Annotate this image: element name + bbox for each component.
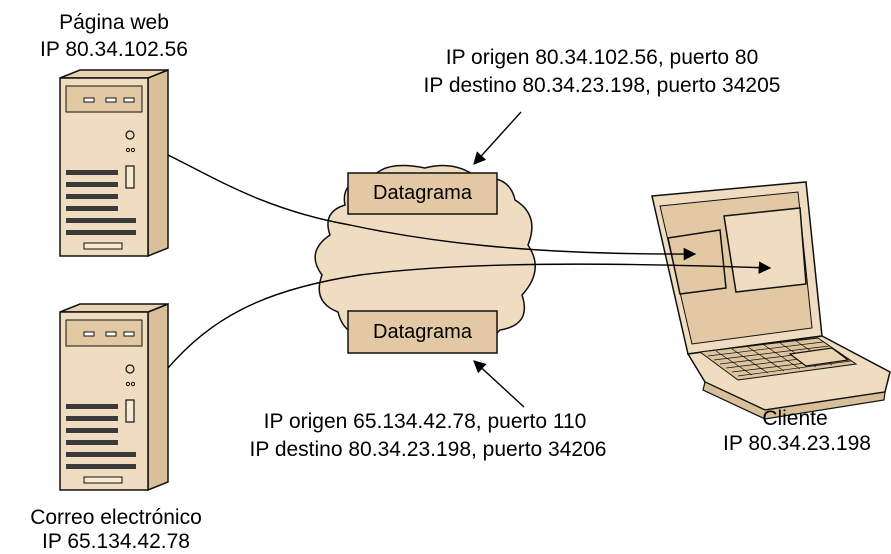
datagram-top-info-line1: IP origen 80.34.102.56, puerto 80	[445, 46, 759, 69]
datagram-top-box	[347, 172, 498, 215]
mail-server-ip: IP 65.134.42.78	[42, 530, 190, 553]
web-to-client-link	[167, 154, 697, 261]
bottom-pointer-arrow	[473, 360, 525, 408]
web-server-icon	[59, 68, 169, 258]
top-pointer-arrow	[473, 111, 522, 165]
laptop-icon	[651, 181, 891, 420]
datagram-bottom-box	[347, 310, 498, 354]
web-server-name: Página web	[59, 11, 169, 34]
datagram-bottom-label: Datagrama	[373, 321, 472, 343]
datagram-bottom-info-line1: IP origen 65.134.42.78, puerto 110	[263, 410, 587, 433]
client-ip: IP 80.34.23.198	[723, 432, 871, 455]
web-server-ip: IP 80.34.102.56	[40, 38, 188, 61]
mail-to-client-link	[167, 261, 772, 369]
datagram-bottom-info-line2: IP destino 80.34.23.198, puerto 34206	[249, 438, 607, 461]
datagram-top-label: Datagrama	[373, 182, 472, 204]
client-name: Cliente	[762, 407, 828, 430]
datagram-top-info-line2: IP destino 80.34.23.198, puerto 34205	[423, 74, 781, 97]
mail-server-name: Correo electrónico	[30, 506, 202, 529]
mail-server-icon	[59, 302, 169, 492]
